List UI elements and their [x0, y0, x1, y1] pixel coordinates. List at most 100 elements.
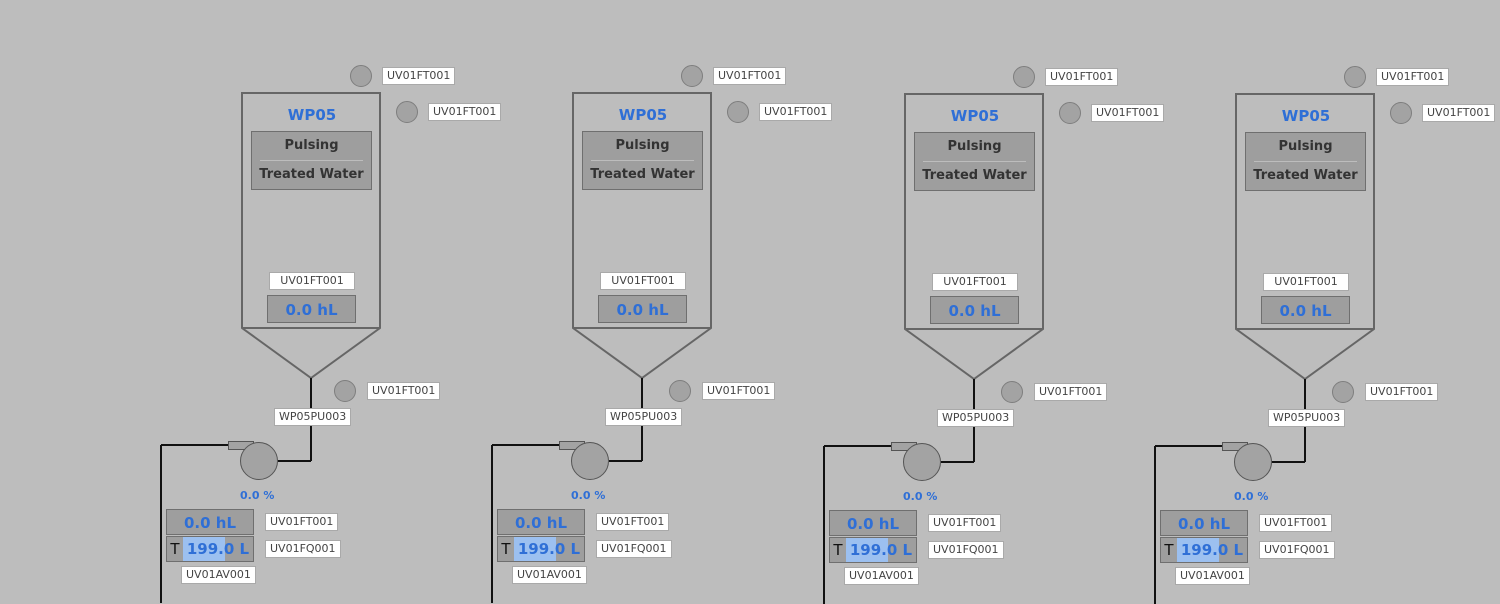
tank-state: Pulsing [947, 139, 1002, 154]
level-value[interactable]: 0.0 hL [598, 295, 687, 323]
totalizer-fill-bar [183, 537, 225, 561]
state-divider [923, 161, 1026, 162]
totalizer-panel[interactable]: T 199.0 L [497, 536, 585, 562]
pump-tag[interactable]: WP05PU003 [1268, 409, 1346, 427]
tank-product: Treated Water [259, 167, 364, 182]
tank-product: Treated Water [922, 168, 1027, 183]
tank-state-panel[interactable]: Pulsing Treated Water [251, 131, 372, 190]
status-indicator-side[interactable] [1059, 102, 1081, 124]
flow-value[interactable]: 0.0 hL [1160, 510, 1248, 536]
tank-product: Treated Water [1253, 168, 1358, 183]
level-tag[interactable]: UV01FT001 [932, 273, 1018, 291]
totalizer-tag[interactable]: UV01FQ001 [596, 540, 672, 558]
tank-product: Treated Water [590, 167, 695, 182]
pump-tag[interactable]: WP05PU003 [937, 409, 1015, 427]
tank-outline-and-piping [1154, 93, 1375, 604]
indicator-tag-top[interactable]: UV01FT001 [1376, 68, 1450, 86]
pump-tag[interactable]: WP05PU003 [605, 408, 683, 426]
pump-icon[interactable] [240, 442, 278, 480]
flow-tag[interactable]: UV01FT001 [1259, 514, 1333, 532]
pump-speed[interactable]: 0.0 % [571, 489, 606, 502]
indicator-tag-side[interactable]: UV01FT001 [1091, 104, 1165, 122]
totalizer-tag[interactable]: UV01FQ001 [928, 541, 1004, 559]
indicator-tag-side[interactable]: UV01FT001 [1422, 104, 1496, 122]
status-indicator-side[interactable] [396, 101, 418, 123]
status-indicator-top[interactable] [350, 65, 372, 87]
indicator-tag-top[interactable]: UV01FT001 [713, 67, 787, 85]
status-indicator-outlet[interactable] [669, 380, 691, 402]
totalizer-letter: T [830, 538, 847, 562]
process-unit-4: UV01FT001 UV01FT001 WP05 Pulsing Treated… [1144, 1, 1500, 604]
totalizer-value: 199.0 L [517, 540, 581, 558]
process-unit-1: UV01FT001 UV01FT001 WP05 Pulsing Treated… [150, 0, 530, 603]
indicator-tag-outlet[interactable]: UV01FT001 [1034, 383, 1108, 401]
pump-icon[interactable] [903, 443, 941, 481]
status-indicator-outlet[interactable] [334, 380, 356, 402]
flow-tag[interactable]: UV01FT001 [596, 513, 670, 531]
valve-tag[interactable]: UV01AV001 [512, 566, 587, 584]
pump-icon[interactable] [1234, 443, 1272, 481]
pump-speed[interactable]: 0.0 % [1234, 490, 1269, 503]
valve-tag[interactable]: UV01AV001 [844, 567, 919, 585]
valve-tag[interactable]: UV01AV001 [1175, 567, 1250, 585]
totalizer-panel[interactable]: T 199.0 L [1160, 537, 1248, 563]
tank-state: Pulsing [615, 138, 670, 153]
level-value[interactable]: 0.0 hL [267, 295, 356, 323]
totalizer-panel[interactable]: T 199.0 L [166, 536, 254, 562]
flow-value[interactable]: 0.0 hL [497, 509, 585, 535]
totalizer-letter: T [1161, 538, 1178, 562]
level-tag[interactable]: UV01FT001 [269, 272, 355, 290]
flow-tag[interactable]: UV01FT001 [928, 514, 1002, 532]
state-divider [260, 160, 363, 161]
level-value[interactable]: 0.0 hL [930, 296, 1019, 324]
state-divider [591, 160, 694, 161]
tank-state-panel[interactable]: Pulsing Treated Water [582, 131, 703, 190]
tank-state: Pulsing [284, 138, 339, 153]
totalizer-panel[interactable]: T 199.0 L [829, 537, 917, 563]
pump-tag[interactable]: WP05PU003 [274, 408, 352, 426]
tank-state-panel[interactable]: Pulsing Treated Water [1245, 132, 1366, 191]
tank-outline-and-piping [823, 93, 1044, 604]
valve-tag[interactable]: UV01AV001 [181, 566, 256, 584]
flow-value[interactable]: 0.0 hL [829, 510, 917, 536]
process-unit-2: UV01FT001 UV01FT001 WP05 Pulsing Treated… [481, 0, 861, 603]
totalizer-value: 199.0 L [1180, 541, 1244, 559]
totalizer-value: 199.0 L [849, 541, 913, 559]
tank-name[interactable]: WP05 [1281, 107, 1331, 125]
flow-value[interactable]: 0.0 hL [166, 509, 254, 535]
pump-speed[interactable]: 0.0 % [240, 489, 275, 502]
status-indicator-top[interactable] [1013, 66, 1035, 88]
status-indicator-outlet[interactable] [1001, 381, 1023, 403]
tank-outline-and-piping [160, 92, 381, 603]
totalizer-value: 199.0 L [186, 540, 250, 558]
level-tag[interactable]: UV01FT001 [600, 272, 686, 290]
tank-state-panel[interactable]: Pulsing Treated Water [914, 132, 1035, 191]
tank-state: Pulsing [1278, 139, 1333, 154]
totalizer-letter: T [167, 537, 184, 561]
pump-icon[interactable] [571, 442, 609, 480]
indicator-tag-side[interactable]: UV01FT001 [759, 103, 833, 121]
indicator-tag-top[interactable]: UV01FT001 [1045, 68, 1119, 86]
tank-name[interactable]: WP05 [950, 107, 1000, 125]
tank-name[interactable]: WP05 [287, 106, 337, 124]
status-indicator-top[interactable] [681, 65, 703, 87]
status-indicator-side[interactable] [1390, 102, 1412, 124]
totalizer-fill-bar [846, 538, 888, 562]
indicator-tag-side[interactable]: UV01FT001 [428, 103, 502, 121]
totalizer-letter: T [498, 537, 515, 561]
status-indicator-side[interactable] [727, 101, 749, 123]
totalizer-tag[interactable]: UV01FQ001 [1259, 541, 1335, 559]
totalizer-fill-bar [1177, 538, 1219, 562]
level-value[interactable]: 0.0 hL [1261, 296, 1350, 324]
flow-tag[interactable]: UV01FT001 [265, 513, 339, 531]
pump-speed[interactable]: 0.0 % [903, 490, 938, 503]
status-indicator-top[interactable] [1344, 66, 1366, 88]
tank-name[interactable]: WP05 [618, 106, 668, 124]
status-indicator-outlet[interactable] [1332, 381, 1354, 403]
totalizer-tag[interactable]: UV01FQ001 [265, 540, 341, 558]
level-tag[interactable]: UV01FT001 [1263, 273, 1349, 291]
indicator-tag-outlet[interactable]: UV01FT001 [367, 382, 441, 400]
indicator-tag-outlet[interactable]: UV01FT001 [1365, 383, 1439, 401]
indicator-tag-top[interactable]: UV01FT001 [382, 67, 456, 85]
indicator-tag-outlet[interactable]: UV01FT001 [702, 382, 776, 400]
